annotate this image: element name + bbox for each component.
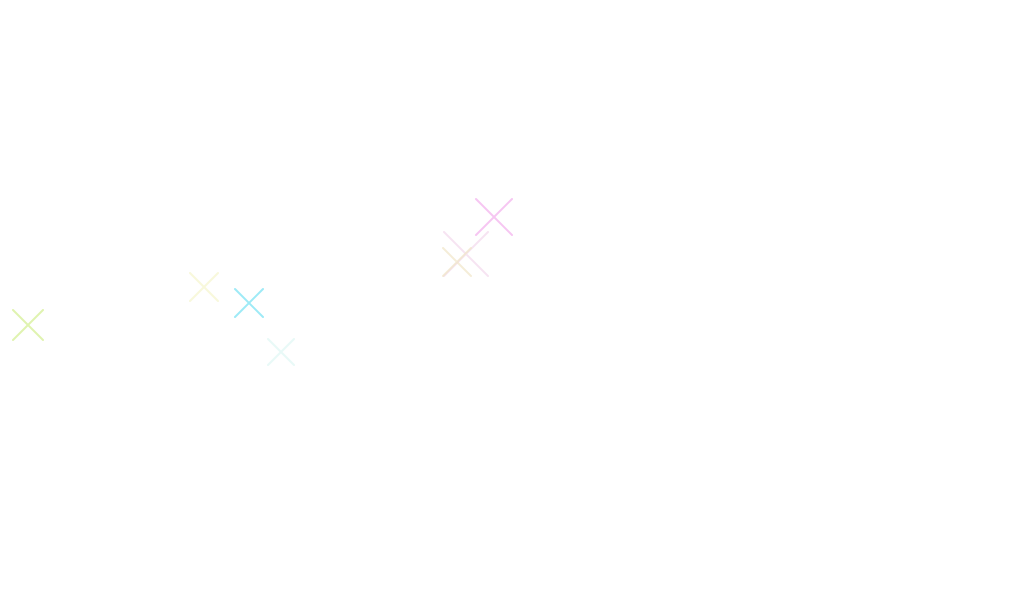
sparkle-cross-icon (12, 309, 44, 341)
sparkle-cross-icon (267, 338, 295, 366)
sparkle-cross-icon (475, 198, 513, 236)
sparkle-cross-icon (189, 272, 219, 302)
sparkle-cross-icon (442, 247, 472, 277)
sparkle-cross-icon (234, 288, 264, 318)
